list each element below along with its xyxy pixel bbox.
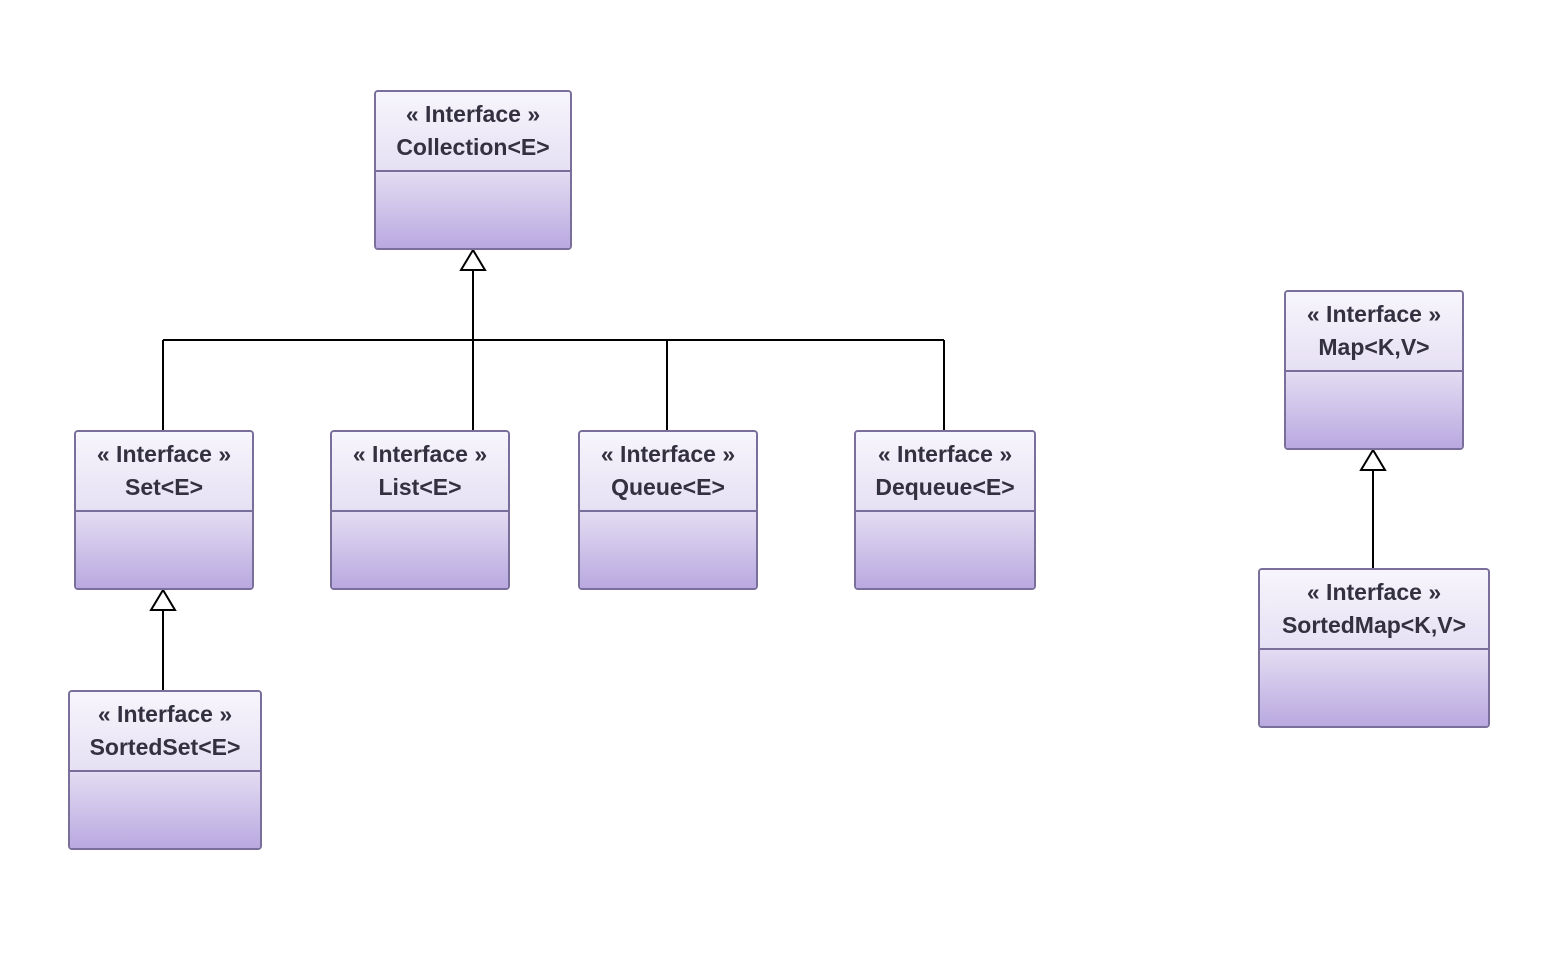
- interface-name: Collection<E>: [396, 134, 550, 160]
- inheritance-arrowhead-collection: [459, 248, 487, 271]
- stereotype-label: « Interface »: [352, 441, 488, 467]
- inheritance-arrowhead-map: [1359, 448, 1387, 471]
- stereotype-label: « Interface »: [600, 441, 736, 467]
- interface-name: List<E>: [378, 474, 462, 500]
- interface-name: Queue<E>: [611, 474, 725, 500]
- interface-sortedmap-box[interactable]: « Interface » SortedMap<K,V>: [1258, 568, 1490, 728]
- interface-dequeue-box[interactable]: « Interface » Dequeue<E>: [854, 430, 1036, 590]
- interface-header: « Interface » SortedMap<K,V>: [1260, 570, 1488, 650]
- interface-name: Set<E>: [125, 474, 203, 500]
- interface-header: « Interface » Queue<E>: [580, 432, 756, 512]
- interface-queue-box[interactable]: « Interface » Queue<E>: [578, 430, 758, 590]
- inheritance-arrowhead-set: [149, 588, 177, 611]
- interface-header: « Interface » SortedSet<E>: [70, 692, 260, 772]
- interface-list-box[interactable]: « Interface » List<E>: [330, 430, 510, 590]
- interface-header: « Interface » Map<K,V>: [1286, 292, 1462, 372]
- stereotype-label: « Interface »: [405, 101, 541, 127]
- interface-header: « Interface » Dequeue<E>: [856, 432, 1034, 512]
- interface-set-box[interactable]: « Interface » Set<E>: [74, 430, 254, 590]
- interface-members-compartment: [1286, 372, 1462, 448]
- interface-header: « Interface » List<E>: [332, 432, 508, 512]
- interface-name: SortedSet<E>: [89, 734, 241, 760]
- stereotype-label: « Interface »: [96, 441, 232, 467]
- interface-sortedset-box[interactable]: « Interface » SortedSet<E>: [68, 690, 262, 850]
- interface-map-box[interactable]: « Interface » Map<K,V>: [1284, 290, 1464, 450]
- interface-members-compartment: [1260, 650, 1488, 726]
- interface-members-compartment: [856, 512, 1034, 588]
- interface-header: « Interface » Set<E>: [76, 432, 252, 512]
- interface-members-compartment: [332, 512, 508, 588]
- stereotype-label: « Interface »: [97, 701, 233, 727]
- interface-members-compartment: [70, 772, 260, 848]
- stereotype-label: « Interface »: [1306, 579, 1442, 605]
- interface-collection-box[interactable]: « Interface » Collection<E>: [374, 90, 572, 250]
- interface-header: « Interface » Collection<E>: [376, 92, 570, 172]
- interface-name: Dequeue<E>: [875, 474, 1015, 500]
- interface-members-compartment: [580, 512, 756, 588]
- interface-members-compartment: [76, 512, 252, 588]
- stereotype-label: « Interface »: [877, 441, 1013, 467]
- interface-name: SortedMap<K,V>: [1281, 612, 1467, 638]
- interface-name: Map<K,V>: [1318, 334, 1430, 360]
- stereotype-label: « Interface »: [1306, 301, 1442, 327]
- interface-members-compartment: [376, 172, 570, 248]
